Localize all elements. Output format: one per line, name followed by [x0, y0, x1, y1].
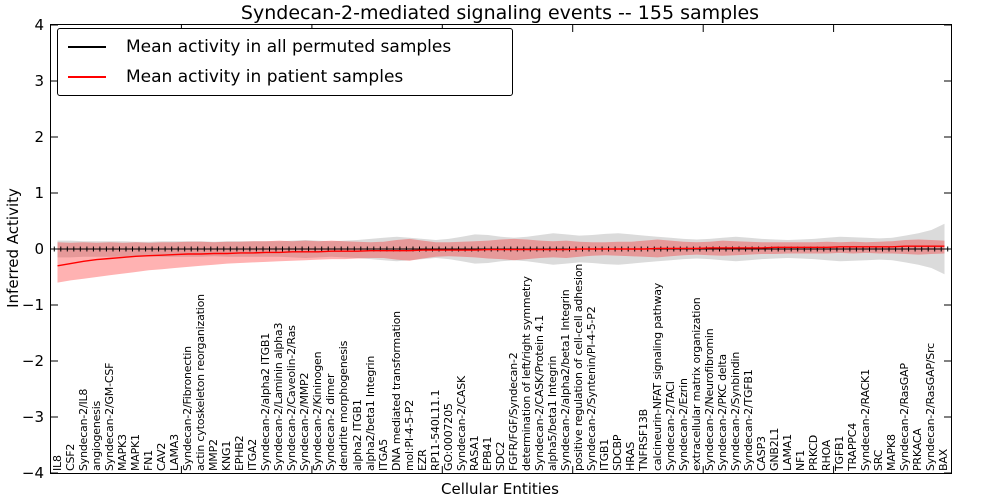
x-category-label: mol:PI-4-5-P2 [402, 399, 416, 471]
x-category-label: Syndecan-2/RACK1 [859, 369, 873, 471]
x-category-label: positive regulation of cell-cell adhesio… [572, 263, 586, 471]
x-category-label: dendrite morphogenesis [337, 340, 351, 471]
x-category-label: Syndecan-2/RasGAP/Src [924, 342, 938, 471]
x-category-label: Syndecan-2/RasGAP [898, 363, 912, 471]
x-category-label: SDC2 [494, 441, 507, 471]
x-category-label: calcineurin-NFAT signaling pathway [650, 282, 664, 471]
x-category-label: RASA1 [467, 435, 481, 471]
chart-title: Syndecan-2-mediated signaling events -- … [240, 2, 760, 24]
x-category-label: Syndecan-2/Kininogen [311, 351, 325, 471]
y-tick-label: 2 [34, 128, 44, 146]
y-tick-label: 1 [34, 184, 44, 202]
plot-canvas [51, 25, 951, 473]
x-category-label: PRKCD [807, 434, 821, 471]
x-category-label: extracellular matrix organization [689, 297, 703, 471]
x-category-label: TGFB1 [833, 435, 847, 471]
x-category-label: CASP3 [754, 436, 768, 471]
x-category-label: Syndecan-2/CASK [454, 375, 468, 471]
legend-label: Mean activity in patient samples [126, 67, 404, 87]
x-category-label: DNA mediated transformation [389, 311, 403, 471]
legend-line-red [68, 76, 106, 78]
x-category-label: RHOA [820, 439, 834, 471]
x-category-label: alpha2 ITGB1 [350, 399, 364, 471]
x-category-label: NF1 [794, 450, 807, 471]
x-category-label: GO:0007205 [441, 403, 455, 471]
x-category-label: Syndecan-2/Syntenin/PI-4-5-P2 [585, 306, 599, 471]
x-category-label: SDCBP [611, 434, 625, 471]
legend-label: Mean activity in all permuted samples [126, 37, 452, 57]
x-category-label: RP11-540L11.1 [428, 389, 442, 471]
x-category-label: Syndecan-2/MMP2 [298, 372, 312, 471]
x-category-label: IL8 [50, 455, 64, 471]
x-category-label: Syndecan-2/Synbindin [728, 351, 742, 471]
x-category-label: MMP2 [207, 439, 221, 471]
x-category-label: EPHB2 [233, 435, 247, 471]
x-category-label: MAPK3 [115, 434, 129, 471]
legend-entry: Mean activity in patient samples [68, 67, 502, 87]
y-tick-label: −1 [21, 296, 44, 314]
x-category-label: angiogenesis [89, 400, 103, 471]
x-category-label: PRKACA [911, 428, 925, 471]
y-tick-label: −4 [21, 464, 44, 482]
x-category-label: alpha5/beta1 Integrin [546, 355, 560, 471]
x-category-label: LAMA3 [167, 434, 181, 471]
x-category-label: Syndecan-2/TACI [663, 381, 677, 471]
x-category-label: Syndecan-2/Ezrin [676, 378, 690, 471]
x-category-label: TNFRSF13B [637, 409, 651, 471]
x-category-label: SRC [872, 449, 886, 471]
x-category-label: Syndecan-2/GM-CSF [102, 362, 116, 471]
x-category-label: FN1 [141, 450, 155, 471]
x-category-label: Syndecan-2/Laminin alpha3 [272, 322, 286, 471]
x-category-label: Syndecan-2 dimer [324, 373, 338, 471]
x-category-label: BAX [937, 448, 951, 471]
x-category-label: actin cytoskeleton reorganization [194, 294, 207, 471]
x-category-label: alpha2/beta1 Integrin [363, 355, 377, 471]
x-category-label: Syndecan-2/Neurofibromin [702, 328, 716, 472]
y-tick-label: −3 [21, 408, 44, 426]
x-category-label: LAMA1 [780, 434, 794, 471]
x-category-label: Syndecan-2/PKC delta [715, 354, 729, 471]
x-category-label: EPB41 [480, 436, 494, 471]
plot-area [50, 24, 952, 474]
x-category-label: Syndecan-2/TGFB1 [741, 369, 755, 471]
legend-entry: Mean activity in all permuted samples [68, 37, 502, 57]
x-category-label: Syndecan-2/alpha2 ITGB1 [259, 332, 273, 471]
legend: Mean activity in all permuted samples Me… [57, 28, 513, 96]
y-tick-label: 4 [34, 16, 44, 34]
x-axis-label: Cellular Entities [441, 480, 559, 498]
x-category-label: CAV2 [154, 442, 168, 471]
x-category-label: ITGA5 [376, 438, 390, 471]
x-category-label: Syndecan-2/Fibronectin [180, 346, 194, 471]
legend-line-black [68, 46, 106, 48]
x-category-label: Syndecan-2/CASK/Protein 4.1 [533, 315, 547, 471]
y-tick-label: 3 [34, 72, 44, 90]
x-category-label: FGFR/FGF/Syndecan-2 [507, 352, 521, 471]
x-category-label: GNB2L1 [767, 427, 781, 471]
x-category-label: EZR [415, 449, 429, 471]
x-category-label: Syndecan-2/IL8 [76, 388, 90, 471]
x-category-label: ITGB1 [598, 438, 612, 471]
x-category-label: CSF2 [63, 443, 77, 471]
x-category-label: ITGA2 [246, 438, 260, 471]
x-category-label: MAPK1 [128, 434, 142, 471]
x-category-label: Syndecan-2/Caveolin-2/Ras [285, 325, 299, 471]
y-tick-label: −2 [21, 352, 44, 370]
x-category-label: MAPK8 [885, 434, 899, 471]
y-tick-label: 0 [34, 240, 44, 258]
x-category-label: KNG1 [220, 440, 234, 471]
x-category-label: TRAPPC4 [846, 423, 860, 471]
x-category-label: determination of left/right symmetry [520, 276, 534, 471]
x-category-label: Syndecan-2/alpha2/beta1 Integrin [559, 289, 573, 471]
x-category-label: HRAS [624, 441, 638, 471]
